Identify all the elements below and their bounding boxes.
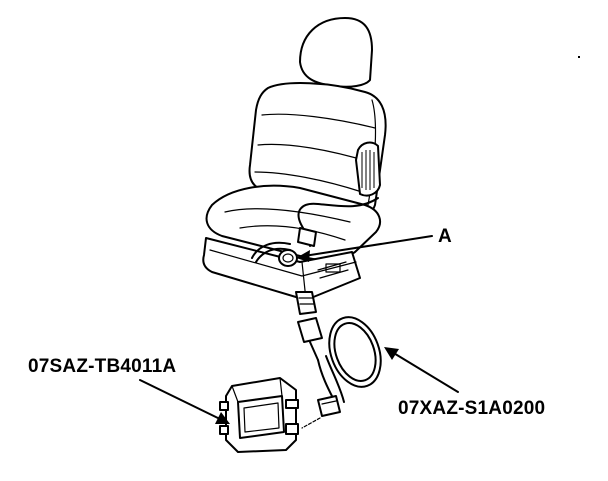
speck <box>578 56 580 58</box>
leader-arrow <box>139 235 459 424</box>
connector-a-label: A <box>438 226 452 247</box>
adapter-cable-coil <box>301 316 382 429</box>
adapter-cable-part-number: 07XAZ-S1A0200 <box>398 398 546 419</box>
seat-illustration <box>202 17 387 301</box>
test-harness-part-number: 07SAZ-TB4011A <box>28 356 177 377</box>
test-harness-box <box>219 377 299 453</box>
connector-chain <box>295 291 323 361</box>
